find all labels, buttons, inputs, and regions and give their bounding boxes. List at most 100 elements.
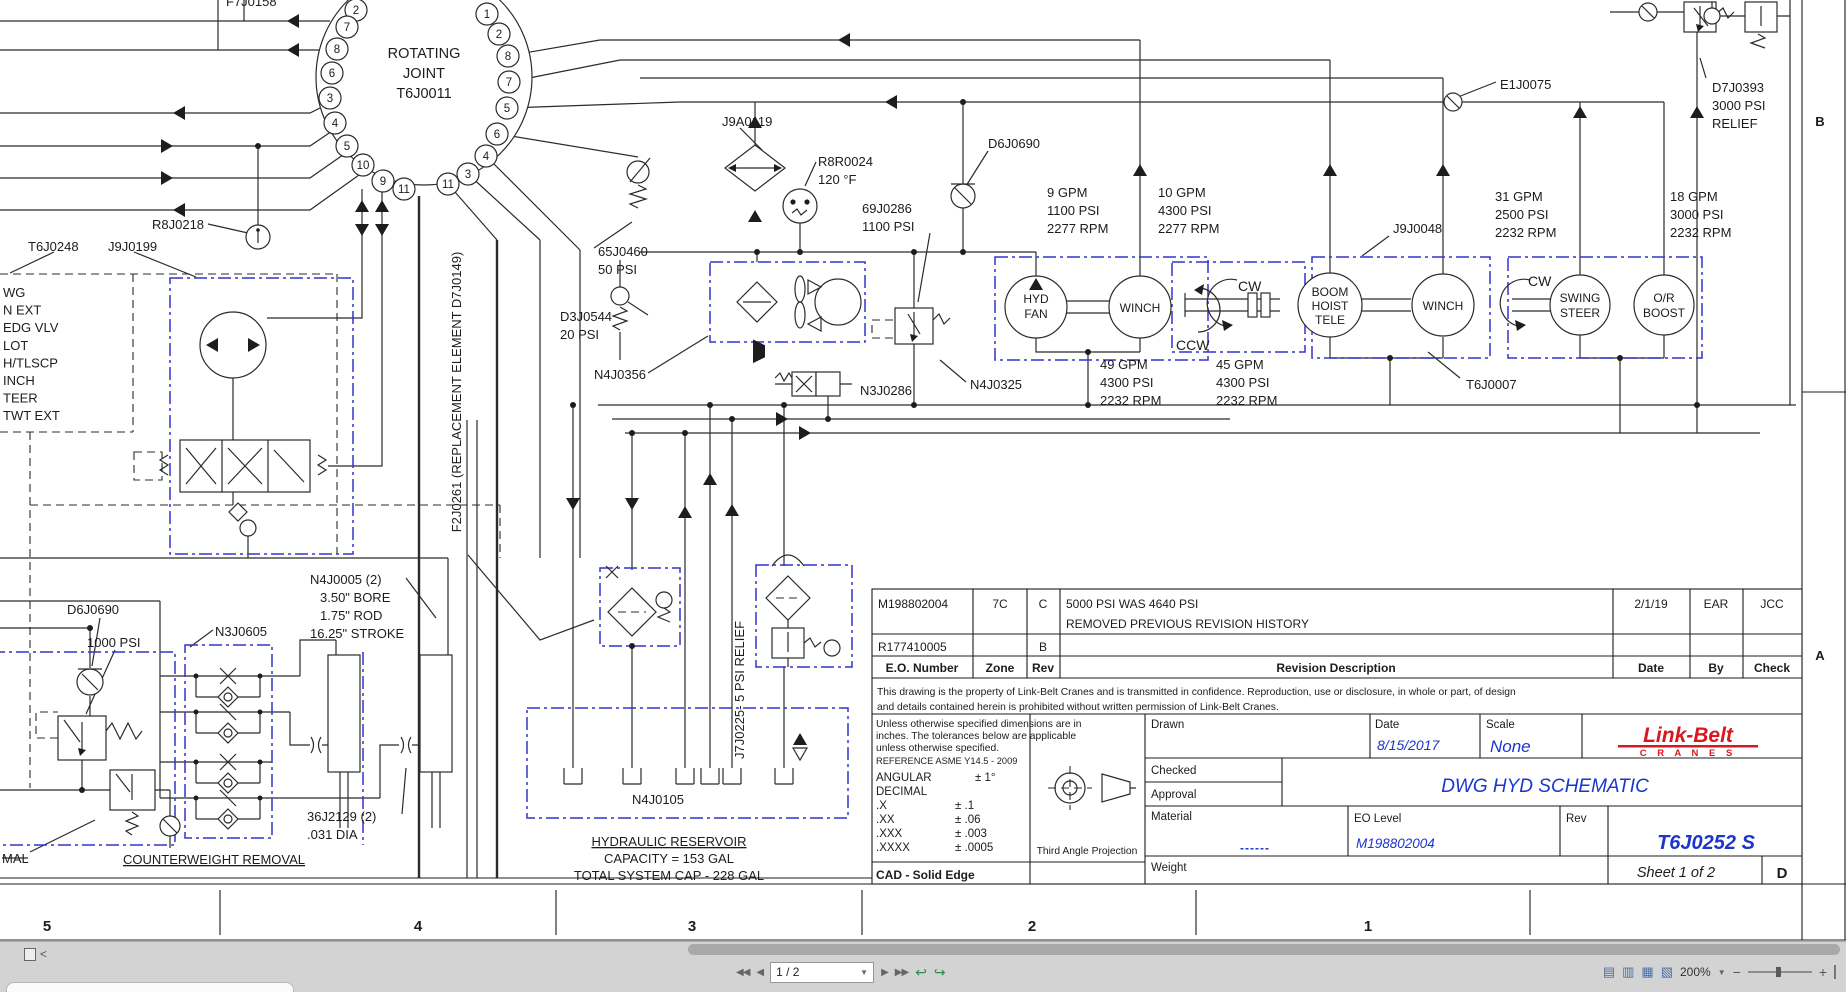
page-navigation: ◀◀ ◀ 1 / 2 ▼ ▶ ▶▶ ↩ ↪ [736,959,946,985]
zoom-out-button[interactable]: − [1732,964,1741,980]
box-n3j0605 [184,644,273,839]
book-view-icon[interactable]: ▧ [1660,964,1673,979]
zone-number: 1 [1364,918,1372,935]
label-cw2: CW [1528,273,1552,289]
joint-port-number: 10 [357,160,370,172]
label-n4j0325: N4J0325 [970,377,1022,392]
joint-port-number: 6 [329,68,335,80]
joint-port-number: 4 [332,118,339,130]
rev2-rev: B [1039,640,1047,654]
schematic-symbols [57,0,1778,837]
date-value: 8/15/2017 [1377,737,1440,753]
label-p1-psi: 1100 PSI [1047,203,1100,218]
left-panel-label: TWT EXT [3,408,60,423]
zoom-level-value[interactable]: 200% [1680,965,1711,979]
next-page-button[interactable]: ▶ [881,966,889,978]
toolbar-divider [1834,965,1836,979]
label-n3j0286: N3J0286 [860,383,912,398]
box-filter-f2j0261 [599,567,681,647]
zoom-slider[interactable] [1747,967,1812,977]
horizontal-scrollbar-thumb[interactable] [688,944,1840,955]
pump-label-boom: BOOM [1312,285,1349,299]
page-number-box[interactable]: 1 / 2 ▼ [770,961,875,983]
joint-port-circle [485,122,509,146]
label-69j0286-psi: 1100 PSI [862,219,915,234]
dashed-boundaries [0,273,893,788]
label-p5-rpm: 2232 RPM [1100,393,1161,408]
zoom-dropdown-icon[interactable]: ▼ [1717,967,1726,977]
label-p3-psi: 2500 PSI [1495,207,1549,222]
continuous-view-icon[interactable]: ▥ [1622,964,1635,979]
page-dropdown-icon[interactable]: ▼ [860,967,869,977]
box-reservoir [526,707,849,819]
zone-number: 4 [414,918,423,935]
tol-3: unless otherwise specified. [876,743,999,754]
zone-letter-a: A [1815,648,1825,663]
single-page-view-icon[interactable]: ▤ [1602,964,1616,979]
approval-label: Approval [1151,789,1196,801]
previous-view-icon[interactable]: ↩ [915,963,927,980]
label-p4-rpm: 2232 RPM [1670,225,1731,240]
material-value: ------ [1240,841,1270,855]
hdr-check: Check [1754,661,1790,675]
subsystem-boxes [0,256,1703,846]
joint-port-circle [496,44,520,68]
label-cw1: CW [1238,278,1262,294]
left-panel-label: INCH [3,373,35,388]
disclaimer-1: This drawing is the property of Link-Bel… [877,687,1516,698]
zoom-slider-knob[interactable] [1775,967,1781,977]
joint-port-circle [475,2,499,26]
rev1-by: EAR [1704,597,1729,611]
prev-page-button[interactable]: ◀ [756,966,764,978]
box-j9j0199 [169,277,354,555]
last-page-button[interactable]: ▶▶ [894,966,909,978]
label-n4j0356: N4J0356 [594,367,646,382]
joint-port-circle [325,37,349,61]
scale-label: Scale [1486,719,1515,731]
first-page-button[interactable]: ◀◀ [736,966,750,978]
pump-label-steer: STEER [1560,306,1600,320]
zoom-in-button[interactable]: + [1818,964,1827,980]
joint-port-number: 8 [334,44,340,56]
label-ccw: CCW [1176,337,1210,353]
joint-port-number: 4 [483,151,490,163]
joint-port-number: 2 [353,5,359,17]
label-p6-gpm: 45 GPM [1216,357,1264,372]
label-p1-gpm: 9 GPM [1047,185,1087,200]
scale-value: None [1490,737,1531,756]
material-label: Material [1151,811,1192,823]
joint-port-number: 7 [344,22,350,34]
pump-swing-steer [1549,274,1611,336]
tol-x: .X [876,800,887,812]
joint-port-circle [351,153,375,177]
third-angle-projection-icon [1048,766,1136,810]
left-panel-label: H/TLSCP [3,355,58,370]
rev1-zone: 7C [992,597,1008,611]
pump-label-winch2: WINCH [1423,299,1464,313]
sheet-label: Sheet 1 of 2 [1637,865,1715,881]
title-block-text: M198802004 7C C 5000 PSI WAS 4640 PSI RE… [876,597,1790,882]
label-p5-gpm: 49 GPM [1100,357,1148,372]
zone-number: 3 [688,918,696,935]
label-reservoir: HYDRAULIC RESERVOIR [591,834,746,849]
sidebar-collapse-button[interactable]: < [24,947,47,961]
hdr-rev: Rev [1032,661,1054,675]
label-t6j0248: T6J0248 [28,239,79,254]
rev1-eo: M198802004 [878,597,948,611]
tol-xxxx-v: ± .0005 [955,842,993,854]
label-d3j0544: D3J0544 [560,309,612,324]
drawing-number: T6J0252 S [1657,832,1756,854]
next-view-icon[interactable]: ↪ [933,963,946,980]
joint-port-circle [318,86,342,110]
label-mal: MAL [2,851,29,866]
rev1-desc1: 5000 PSI WAS 4640 PSI [1066,597,1198,611]
label-65j0460-psi: 50 PSI [598,262,637,277]
label-n3j0605: N3J0605 [215,624,267,639]
joint-port-number: 2 [496,29,502,41]
label-t6j0007: T6J0007 [1466,377,1517,392]
facing-view-icon[interactable]: ▦ [1641,964,1654,979]
label-p3-gpm: 31 GPM [1495,189,1543,204]
label-n4j0005-4: 16.25" STROKE [310,626,405,641]
tol-x-v: ± .1 [955,800,974,812]
